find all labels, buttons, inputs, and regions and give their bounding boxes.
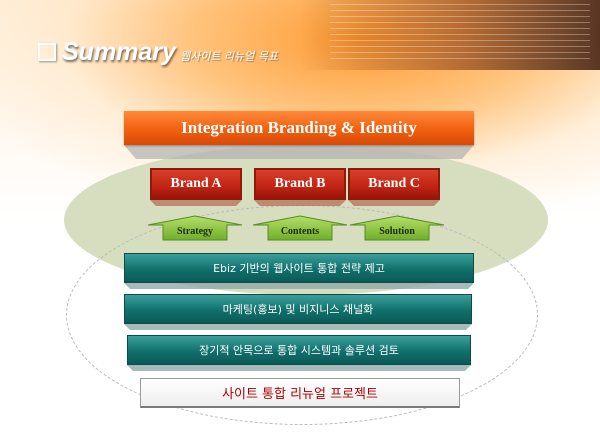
step-shadow	[124, 283, 474, 289]
banner-shadow	[124, 145, 474, 159]
brand-shadow	[254, 200, 346, 206]
integration-banner: Integration Branding & Identity	[124, 111, 474, 145]
strategy-arrow: Strategy	[147, 215, 243, 241]
step-shadow	[127, 365, 471, 371]
checkbox-bullet-icon	[38, 43, 56, 61]
up-arrow-icon	[147, 215, 243, 241]
page-title: Summary	[62, 38, 176, 66]
arrow-label: Solution	[379, 226, 415, 237]
background-dark-overlay	[300, 0, 600, 70]
brand-a-box: Brand A	[150, 168, 242, 200]
step-1-bar: Ebiz 기반의 웹사이트 통합 전략 제고	[124, 253, 474, 283]
contents-arrow: Contents	[252, 215, 348, 241]
up-arrow-icon	[349, 215, 445, 241]
brand-b-box: Brand B	[254, 168, 346, 200]
result-box: 사이트 통합 리뉴얼 프로젝트	[140, 378, 460, 408]
brand-shadow	[150, 200, 242, 206]
arrow-label: Strategy	[176, 226, 214, 237]
brand-c-box: Brand C	[348, 168, 440, 200]
page-header: Summary 웹사이트 리뉴얼 목표	[38, 38, 278, 67]
solution-arrow: Solution	[349, 215, 445, 241]
brand-shadow	[348, 200, 440, 206]
arrow-label: Contents	[280, 226, 320, 237]
background-texture	[330, 4, 590, 64]
step-2-bar: 마케팅(홍보) 및 비지니스 채널화	[124, 294, 472, 324]
step-shadow	[124, 324, 472, 330]
page-subtitle: 웹사이트 리뉴얼 목표	[179, 50, 279, 63]
step-3-bar: 장기적 안목으로 통합 시스템과 솔루션 검토	[127, 335, 471, 365]
up-arrow-icon	[252, 215, 348, 241]
